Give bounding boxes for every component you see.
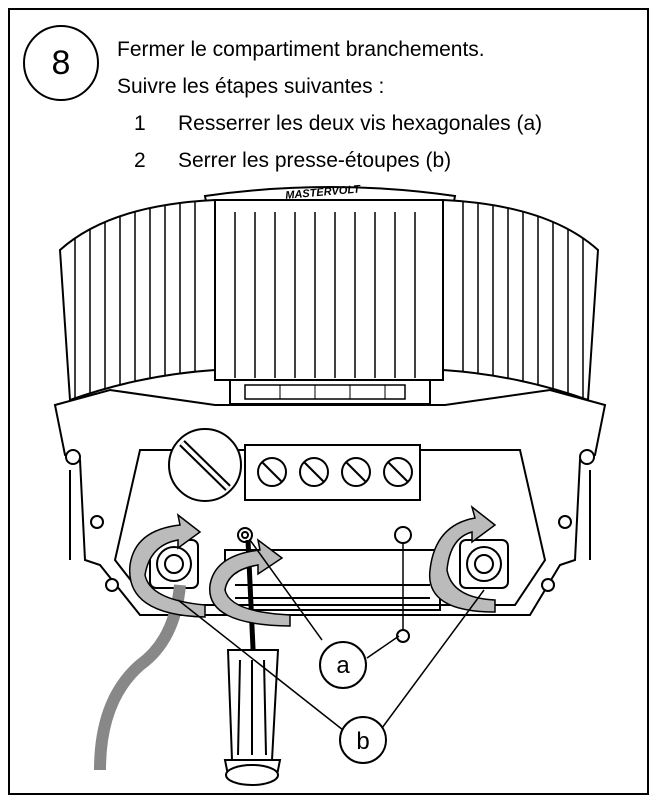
callout-lines <box>177 539 485 731</box>
step-number-badge: 8 <box>23 25 99 101</box>
step-item-2-text: Serrer les presse-étoupes (b) <box>178 149 452 172</box>
cable-gland-left <box>149 539 199 589</box>
rotation-arrow-right <box>428 505 497 613</box>
callout-a: a <box>319 641 367 689</box>
heatsink-right <box>442 198 600 402</box>
cable <box>94 584 186 771</box>
step-number: 8 <box>51 43 71 82</box>
callout-b-label: b <box>356 728 369 755</box>
cover-cap <box>168 428 242 502</box>
rotation-arrow-left <box>129 513 206 618</box>
instruction-frame <box>8 8 649 795</box>
screwdriver <box>223 539 282 786</box>
step-item-1-number: 1 <box>134 112 146 135</box>
heatsink-left <box>58 198 216 402</box>
terminal-block <box>244 444 421 501</box>
rotation-arrow-center <box>209 538 291 627</box>
callout-a-label: a <box>336 652 350 679</box>
instruction-intro: Suivre les étapes suivantes : <box>117 75 385 98</box>
instruction-title: Fermer le compartiment branchements. <box>117 38 485 61</box>
callout-b: b <box>339 716 387 764</box>
housing-center: MASTERVOLT <box>214 183 444 405</box>
hex-screw-right <box>394 526 412 643</box>
cable-gland-right <box>459 539 509 589</box>
step-item-1-text: Resserrer les deux vis hexagonales (a) <box>178 112 543 135</box>
hex-screw-left <box>237 527 253 543</box>
step-item-2-number: 2 <box>134 149 146 172</box>
